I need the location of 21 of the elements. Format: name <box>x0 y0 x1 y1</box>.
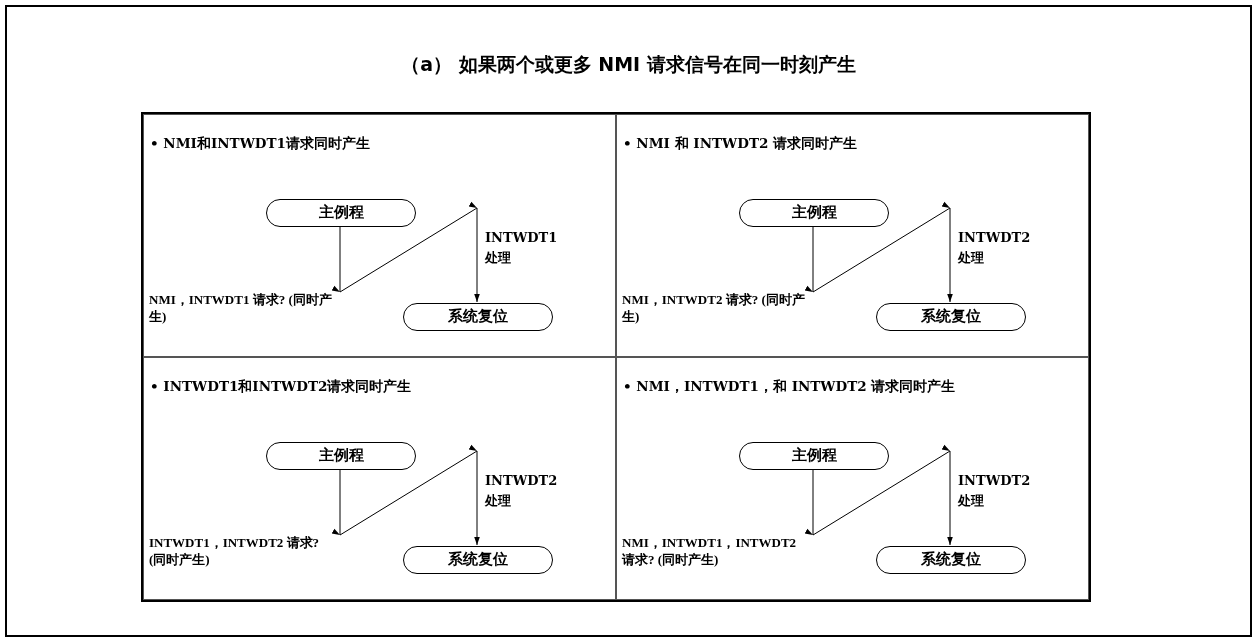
cell-heading: • NMI和INTWDT1请求同时产生 <box>150 135 370 153</box>
edge-label: INTWDT2 处理 <box>485 472 559 510</box>
title: （a） 如果两个或更多 NMI 请求信号在同一时刻产生 <box>400 52 857 77</box>
table-cell <box>143 357 616 600</box>
arrow <box>805 201 953 303</box>
arrow <box>332 444 480 546</box>
arrow <box>332 201 480 303</box>
edge-label: INTWDT2 处理 <box>958 472 1032 510</box>
request-label: NMI，INTWDT2 请求? (同时产生) <box>622 291 806 325</box>
table-cell <box>143 114 616 357</box>
cell-heading: • NMI 和 INTWDT2 请求同时产生 <box>623 135 858 153</box>
request-label: INTWDT1，INTWDT2 请求? (同时产生) <box>149 534 321 568</box>
table-cell <box>616 114 1089 357</box>
table-cell <box>616 357 1089 600</box>
cell-heading: • INTWDT1和INTWDT2请求同时产生 <box>150 378 412 396</box>
arrow <box>805 444 953 546</box>
request-label: NMI，INTWDT1，INTWDT2请求? (同时产生) <box>622 534 798 568</box>
edge-label: INTWDT2 处理 <box>958 229 1032 267</box>
edge-label: INTWDT1 处理 <box>485 229 559 267</box>
request-label: NMI，INTWDT1 请求? (同时产生) <box>149 291 333 325</box>
cell-heading: • NMI，INTWDT1，和 INTWDT2 请求同时产生 <box>623 378 956 396</box>
